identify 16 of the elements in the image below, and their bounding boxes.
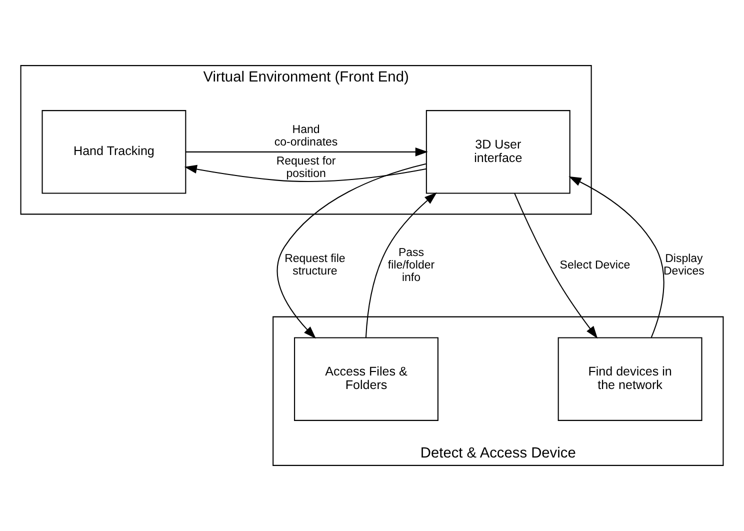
edge-label: Display Devices xyxy=(663,253,704,278)
edge-label: Request file structure xyxy=(284,253,346,278)
node-box: Hand Tracking xyxy=(42,110,186,194)
node-box: 3D User interface xyxy=(426,110,570,194)
arrow xyxy=(365,192,437,338)
node-box: Access Files & Folders xyxy=(294,337,438,421)
arrow xyxy=(568,176,664,338)
edge-label: Select Device xyxy=(560,259,630,272)
node-box: Find devices in the network xyxy=(558,337,702,421)
arrow xyxy=(276,163,426,339)
edge-label: Pass file/folder info xyxy=(388,246,435,284)
arrow xyxy=(186,148,428,156)
edge-label: Hand co-ordinates xyxy=(274,124,338,148)
arrow xyxy=(184,164,426,182)
arrow xyxy=(514,193,598,339)
edge-label: Request for position xyxy=(276,155,336,180)
